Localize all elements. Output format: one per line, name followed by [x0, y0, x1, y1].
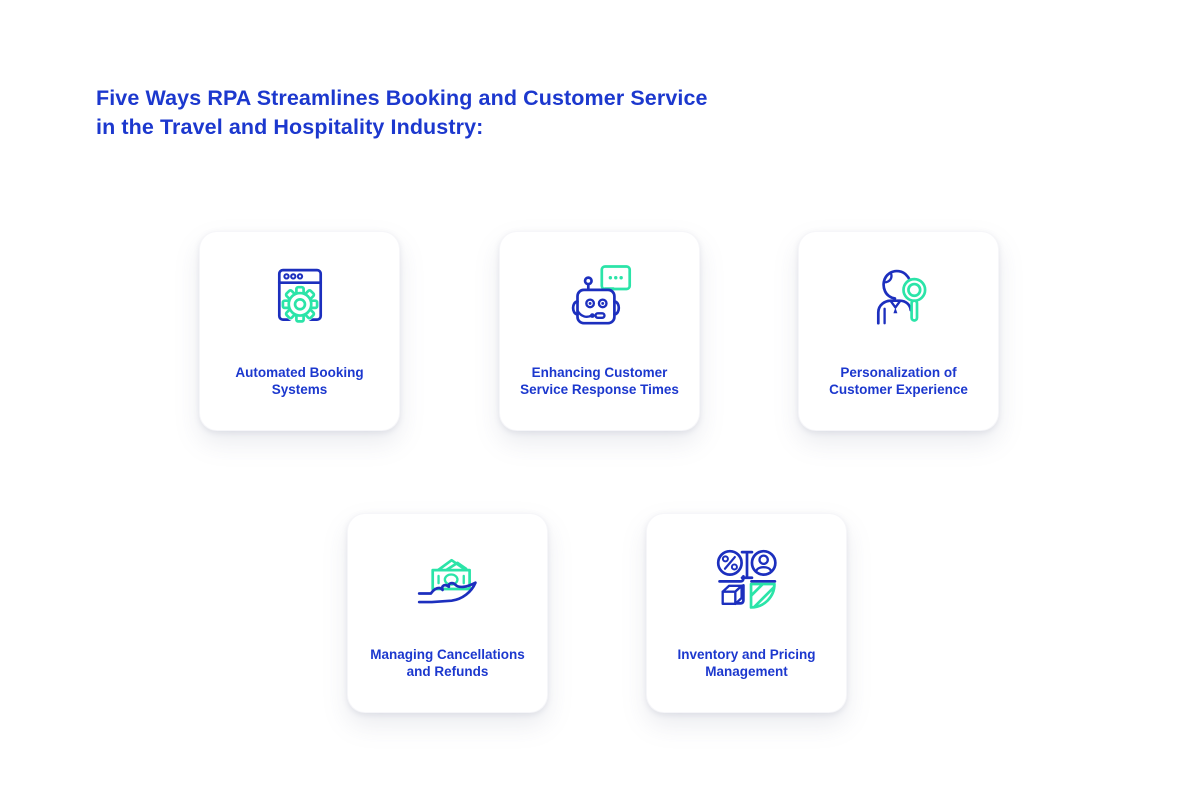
card-icon-wrap	[861, 260, 937, 336]
page-title-line2: in the Travel and Hospitality Industry:	[96, 115, 484, 139]
card-label: Enhancing Customer Service Response Time…	[520, 365, 679, 397]
card-icon-wrap	[709, 542, 785, 618]
page-title: Five Ways RPA Streamlines Booking and Cu…	[96, 84, 708, 142]
browser-gear-icon	[277, 268, 322, 324]
page-title-line1: Five Ways RPA Streamlines Booking and Cu…	[96, 86, 708, 110]
card-icon-wrap	[562, 260, 638, 336]
inventory-grid-icon	[716, 549, 777, 609]
card-icon-wrap	[410, 542, 486, 618]
card-inventory-pricing: Inventory and Pricing Management	[646, 513, 847, 713]
card-label: Automated Booking Systems	[235, 365, 364, 397]
card-label: Inventory and Pricing Management	[677, 647, 816, 679]
card-label: Managing Cancellations and Refunds	[370, 647, 525, 679]
card-label: Personalization of Customer Experience	[829, 365, 968, 397]
card-automated-booking: Automated Booking Systems	[199, 231, 400, 431]
card-customer-service: Enhancing Customer Service Response Time…	[499, 231, 700, 431]
card-icon-wrap	[262, 260, 338, 336]
money-hand-icon	[417, 558, 477, 604]
person-magnifier-icon	[876, 269, 926, 325]
card-cancellations-refunds: Managing Cancellations and Refunds	[347, 513, 548, 713]
card-personalization: Personalization of Customer Experience	[798, 231, 999, 431]
robot-chat-icon	[571, 265, 631, 325]
